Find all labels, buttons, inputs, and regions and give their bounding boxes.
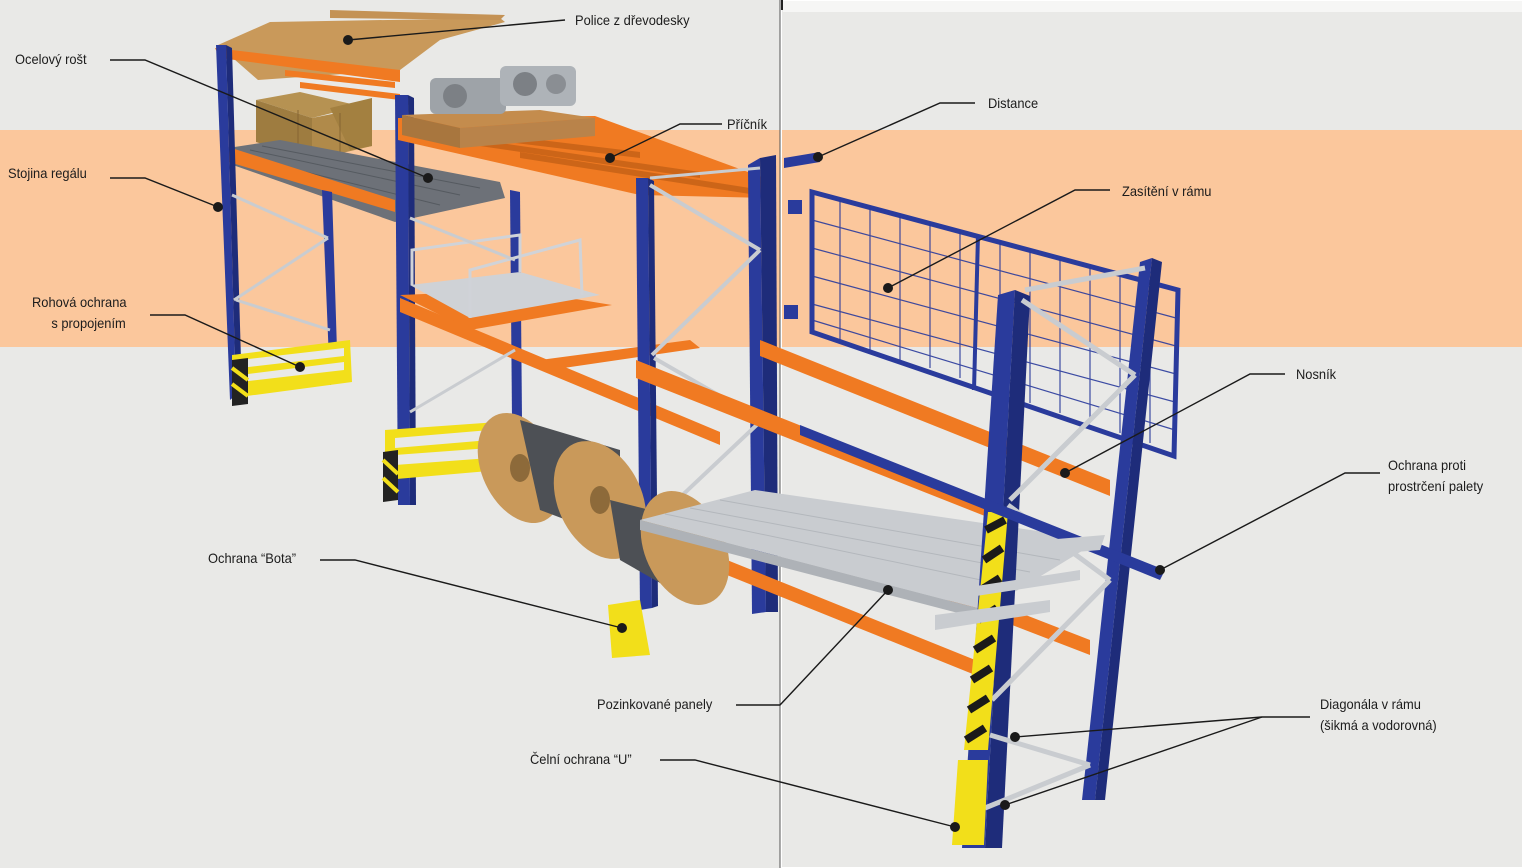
leader-panely xyxy=(736,589,889,706)
label-pricnik: Příčník xyxy=(727,116,768,132)
mesh-cage xyxy=(410,272,600,318)
label-police: Police z dřevodesky xyxy=(575,12,690,28)
cable-reels xyxy=(477,413,730,605)
leader-bota xyxy=(320,559,623,629)
end-frame xyxy=(800,258,1165,848)
label-ochrana-line1: Ochrana proti xyxy=(1388,457,1467,473)
label-rost: Ocelový rošt xyxy=(15,51,87,67)
label-celni: Čelní ochrana “U” xyxy=(530,751,632,767)
leader-distance xyxy=(817,102,975,158)
u-protection xyxy=(952,760,988,845)
leader-zasiteni xyxy=(887,189,1110,289)
pallet xyxy=(402,110,595,128)
middle-bay-top xyxy=(398,66,770,198)
distance-spacers xyxy=(784,152,820,319)
left-bay xyxy=(215,10,720,505)
label-diagonala-line1: Diagonála v rámu xyxy=(1320,696,1421,712)
label-rohova: Rohová ochrana s propojením xyxy=(32,292,127,334)
label-ochrana: Ochrana proti prostrčení palety xyxy=(1388,455,1483,497)
label-nosnik: Nosník xyxy=(1296,366,1337,382)
upright-left-front xyxy=(216,45,236,400)
leader-celni xyxy=(660,759,956,828)
label-rohova-line2: s propojením xyxy=(51,315,126,331)
leader-rohova xyxy=(150,314,301,368)
label-panely: Pozinkované panely xyxy=(597,696,713,712)
label-diagonala-line2: (šikmá a vodorovná) xyxy=(1320,717,1437,733)
label-zasiteni: Zasítění v rámu xyxy=(1122,183,1212,199)
leader-dots xyxy=(213,35,1165,832)
label-stojina: Stojina regálu xyxy=(8,165,87,181)
label-ochrana-line2: prostrčení palety xyxy=(1388,478,1484,494)
corner-protection xyxy=(230,340,352,406)
gearboxes xyxy=(430,66,576,114)
leader-ochrana xyxy=(1159,472,1380,571)
label-bota: Ochrana “Bota” xyxy=(208,550,297,566)
leader-diagonala xyxy=(1014,716,1310,738)
leader-pricnik xyxy=(609,123,722,159)
label-distance: Distance xyxy=(988,95,1039,111)
leader-lines xyxy=(110,19,1380,828)
leader-stojina xyxy=(110,177,219,208)
label-rohova-line1: Rohová ochrana xyxy=(32,294,127,310)
leader-police xyxy=(347,19,566,41)
label-diagonala: Diagonála v rámu (šikmá a vodorovná) xyxy=(1320,694,1437,736)
leader-nosnik xyxy=(1064,373,1285,474)
boot-protection xyxy=(608,600,650,658)
leader-rost xyxy=(110,59,429,179)
